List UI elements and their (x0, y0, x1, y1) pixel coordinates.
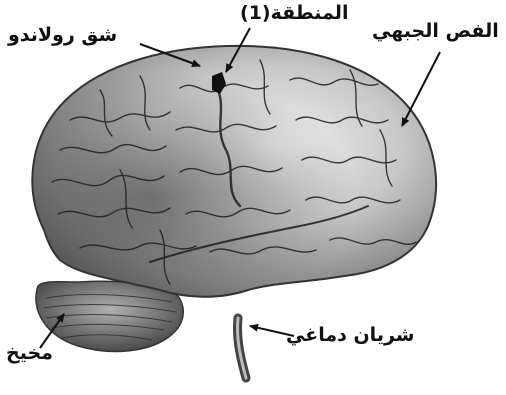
label-cerebellum: مخيخ (6, 344, 53, 363)
label-central-sulcus: شق رولاندو (8, 26, 117, 45)
arrow-frontal-lobe (402, 52, 440, 126)
label-cerebral-artery: شريان دماغي (286, 326, 414, 345)
label-region-1: المنطقة(1) (240, 4, 348, 23)
label-frontal-lobe: الفص الجبهي (372, 22, 499, 41)
